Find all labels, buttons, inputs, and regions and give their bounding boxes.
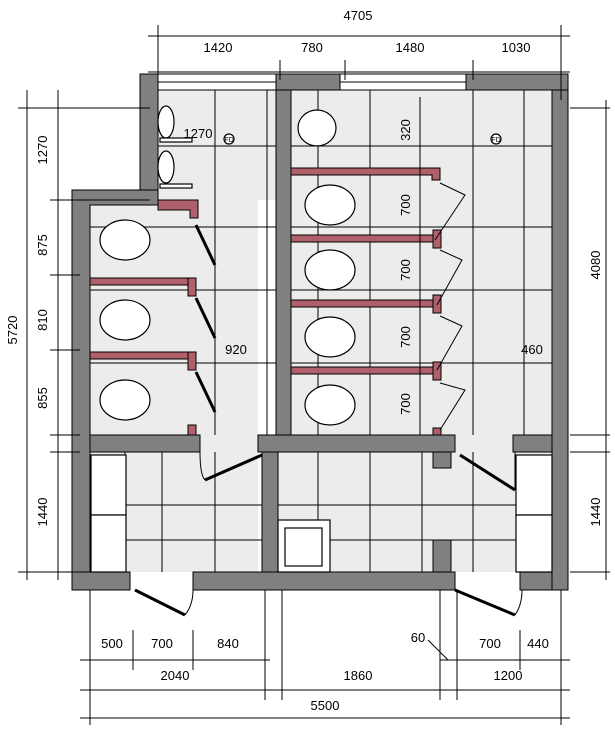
dim-bottom-6: 440 — [527, 636, 549, 651]
dim-bottom-row2-1: 2040 — [161, 668, 190, 683]
dim-top-2: 780 — [301, 40, 323, 55]
dim-top-4: 1030 — [502, 40, 531, 55]
dim-left-5: 1440 — [35, 498, 50, 527]
dim-bottom-row2-2: 1860 — [344, 668, 373, 683]
dim-right-lower: 1440 — [588, 498, 603, 527]
dim-stall-4: 700 — [398, 393, 413, 415]
dim-bottom-3: 840 — [217, 636, 239, 651]
doors — [134, 182, 523, 617]
floor-drain-label: FD — [491, 137, 500, 144]
dimension-lines — [18, 25, 610, 725]
dim-bottom-4: 60 — [411, 630, 425, 645]
dim-left-4: 855 — [35, 387, 50, 409]
walls — [71, 73, 569, 591]
dim-urinal-spacing: 1270 — [184, 126, 213, 141]
dim-left-1: 1270 — [35, 136, 50, 165]
dim-left-3: 810 — [35, 309, 50, 331]
dim-left-corridor: 920 — [225, 342, 247, 357]
wash-basins — [90, 109, 553, 573]
urinals — [157, 105, 193, 189]
dim-bottom-1: 500 — [101, 636, 123, 651]
dim-stall-3: 700 — [398, 326, 413, 348]
dim-basin-gap: 320 — [398, 119, 413, 141]
stall-partitions — [89, 167, 442, 436]
dim-top-3: 1480 — [396, 40, 425, 55]
dim-bottom-row2-3: 1200 — [494, 668, 523, 683]
toilets — [99, 184, 356, 426]
dim-left-2: 875 — [35, 234, 50, 256]
dim-top-total: 4705 — [344, 8, 373, 23]
dim-left-total: 5720 — [5, 316, 20, 345]
dim-bottom-2: 700 — [151, 636, 173, 651]
floor-drain-label: FD — [224, 137, 233, 144]
dim-bottom-total: 5500 — [311, 698, 340, 713]
dim-bottom-5: 700 — [479, 636, 501, 651]
dim-stall-1: 700 — [398, 194, 413, 216]
dim-stall-2: 700 — [398, 259, 413, 281]
dimension-labels: 4705 1420 780 1480 1030 5720 1270 875 81… — [5, 8, 603, 713]
dim-right-corridor: 460 — [521, 342, 543, 357]
dim-right-upper: 4080 — [588, 251, 603, 280]
windows — [157, 73, 467, 91]
floor-drain-icons: FD FD — [223, 133, 502, 145]
dim-top-1: 1420 — [204, 40, 233, 55]
